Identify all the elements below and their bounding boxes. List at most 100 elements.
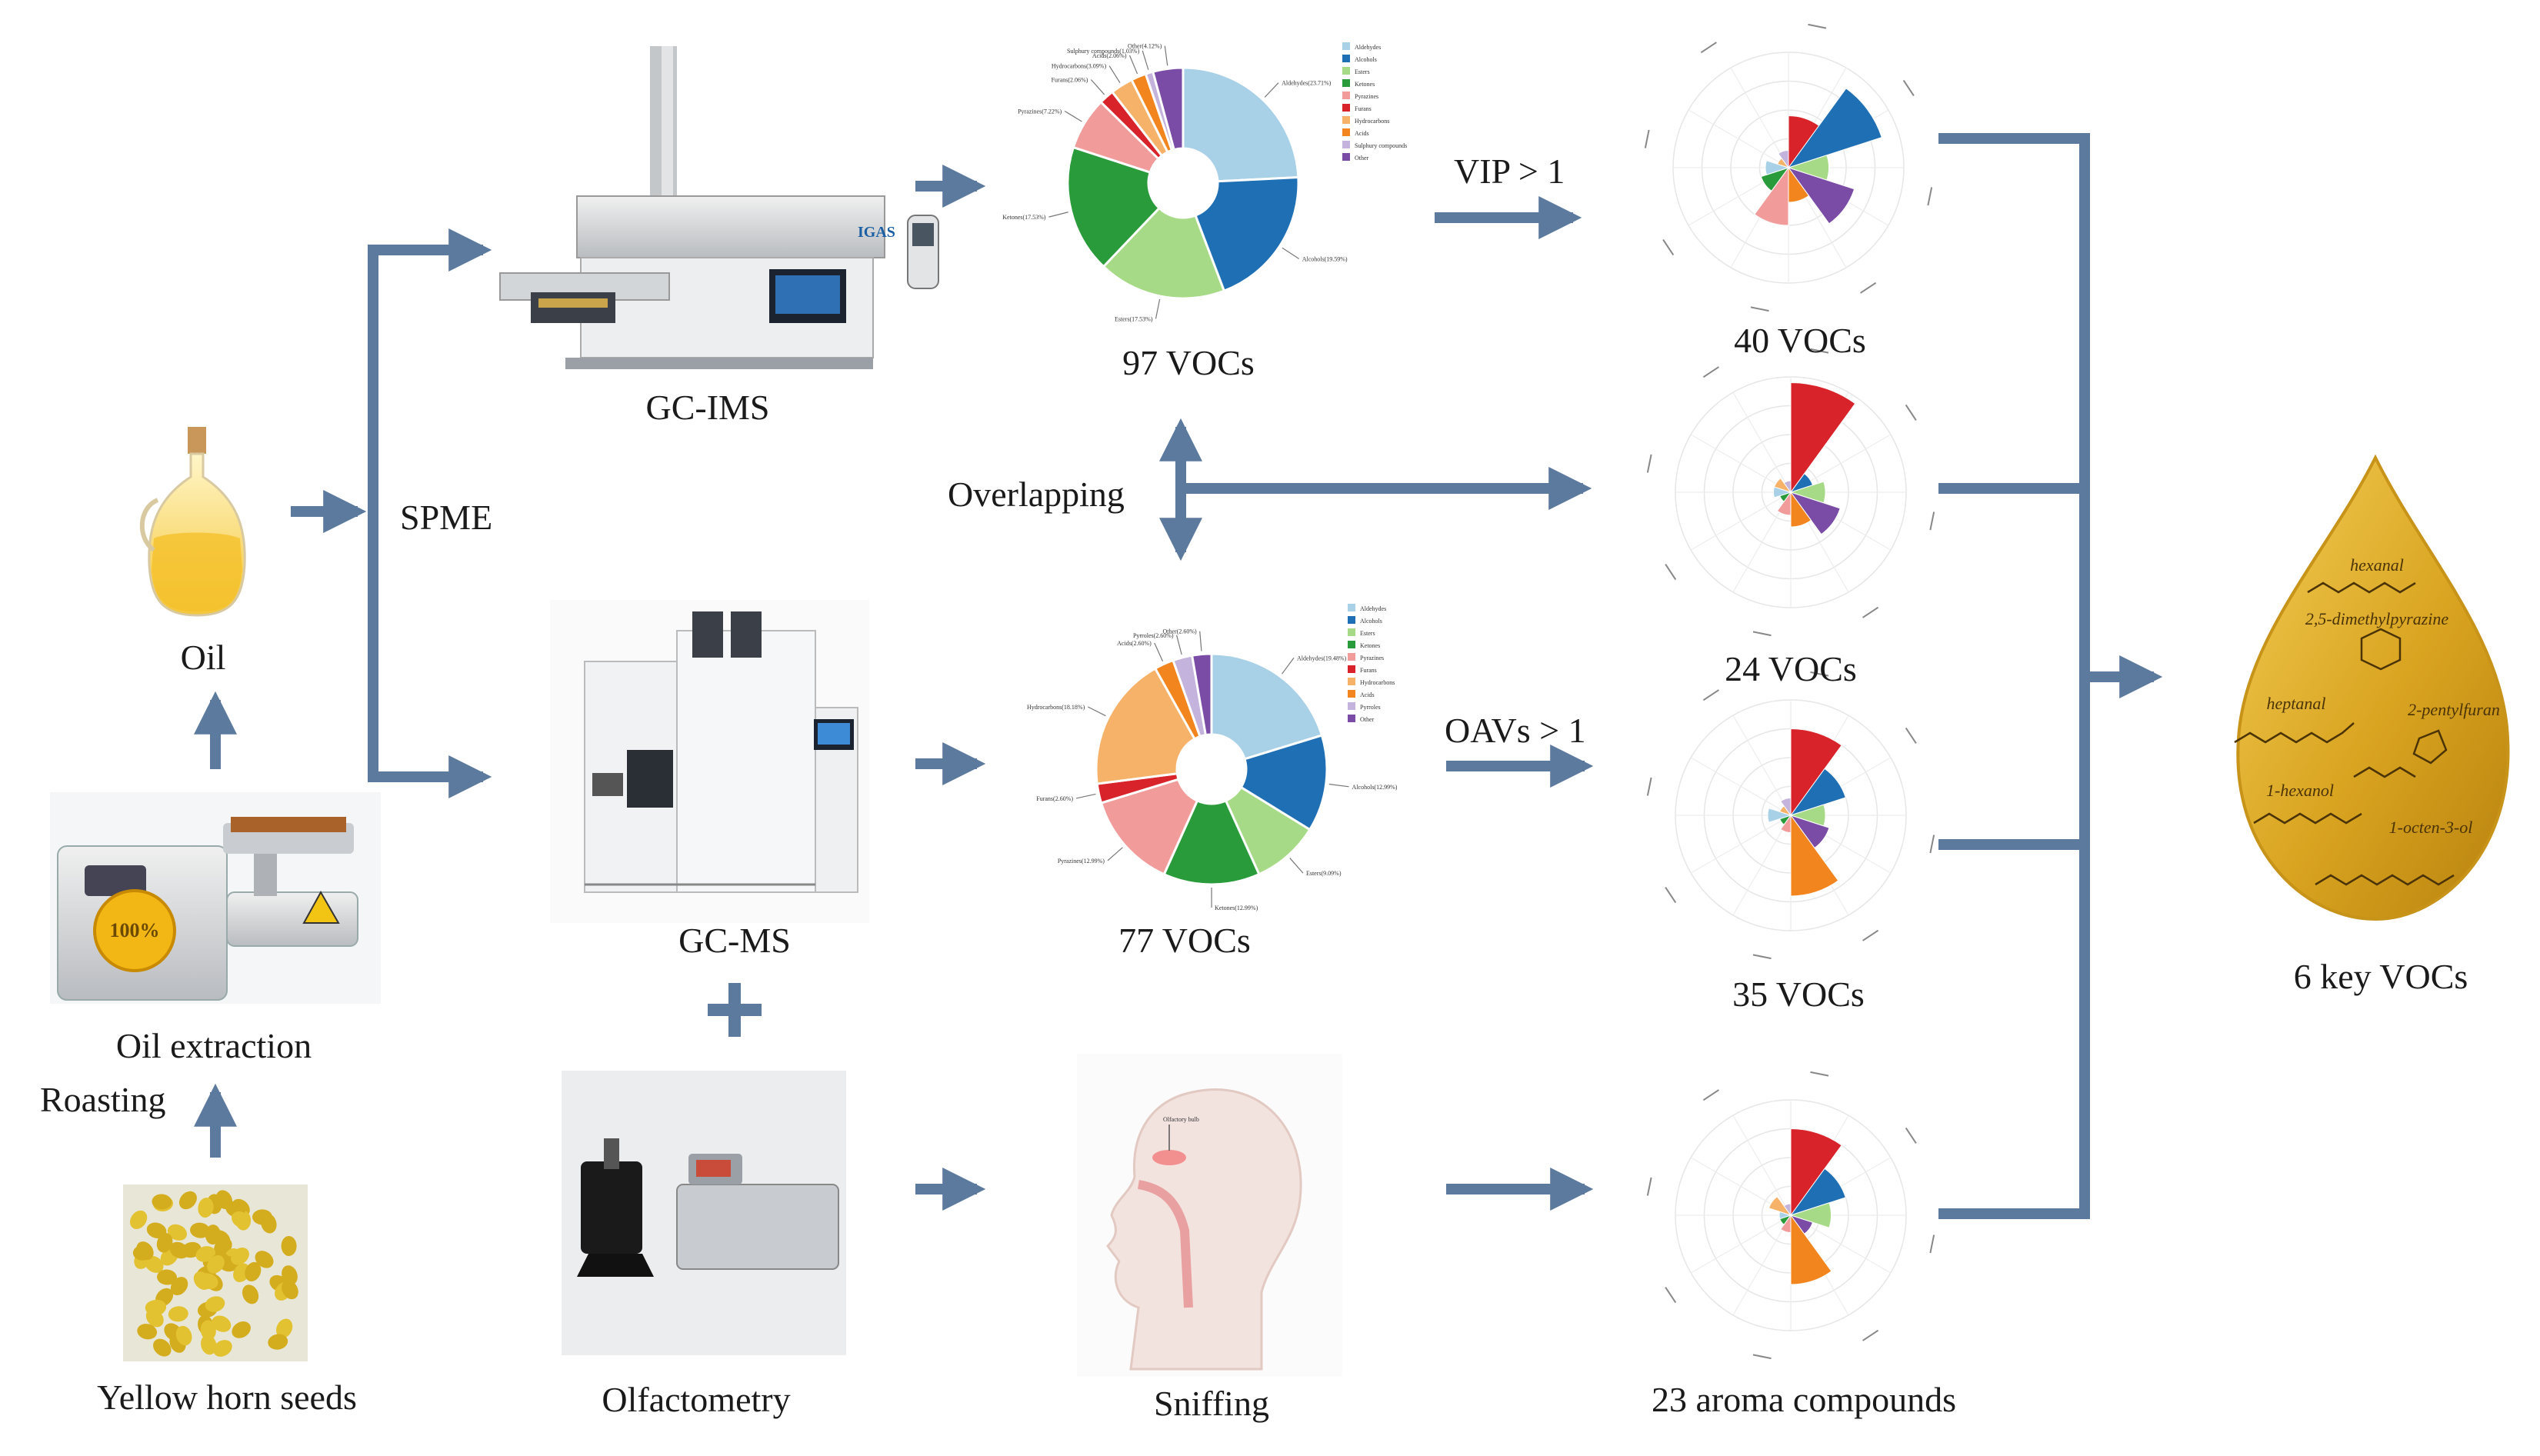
oav-label: OAVs > 1 — [1445, 711, 1586, 750]
legend-swatch — [1342, 67, 1350, 75]
legend-entry: Pyrazines — [1360, 655, 1384, 661]
rose-tick — [1930, 835, 1934, 853]
rose-spoke — [1688, 110, 1788, 168]
gc-ims-donut-legend: AldehydesAlcoholsEstersKetonesPyrazinesF… — [1342, 42, 1407, 162]
rose-tick — [1906, 728, 1916, 743]
legend-entry: Esters — [1360, 630, 1375, 637]
key-vocs-oil-drop: hexanal 2,5-dimethylpyrazine heptanal 2-… — [2235, 458, 2508, 919]
leader-line — [1200, 631, 1202, 651]
legend-entry: Sulphury compounds — [1355, 142, 1407, 149]
legend-entry: Pyrazines — [1355, 93, 1378, 100]
vip-label: VIP > 1 — [1454, 152, 1565, 191]
compound-1: hexanal — [2350, 555, 2404, 575]
legend-swatch — [1348, 641, 1355, 648]
legend-swatch — [1348, 604, 1355, 611]
leader-line — [1282, 658, 1294, 674]
slice-label: Esters(17.53%) — [1115, 315, 1153, 322]
legend-swatch — [1348, 665, 1355, 673]
legend-swatch — [1348, 702, 1355, 710]
rose-spoke — [1691, 815, 1791, 873]
compound-2: 2,5-dimethylpyrazine — [2305, 609, 2449, 628]
compound-5: 1-hexanol — [2266, 781, 2334, 800]
leader-line — [1282, 248, 1299, 258]
legend-swatch — [1342, 42, 1350, 50]
rose-chart-35 — [1648, 672, 1934, 958]
legend-swatch — [1348, 628, 1355, 636]
legend-entry: Aldehydes — [1355, 44, 1381, 51]
legend-swatch — [1348, 690, 1355, 698]
gc-ims-instrument: IGAS — [500, 46, 938, 369]
rose-tick — [1703, 1090, 1718, 1100]
slice-label: Ketones(17.53%) — [1002, 214, 1046, 221]
legend-swatch — [1348, 653, 1355, 661]
legend-swatch — [1348, 715, 1355, 722]
rose-tick — [1863, 931, 1878, 941]
slice-label: Esters(9.09%) — [1306, 870, 1342, 877]
slice-label: Other(2.60%) — [1163, 628, 1198, 635]
leader-line — [1265, 83, 1278, 98]
compound-4: 2-pentylfuran — [2408, 700, 2500, 719]
oil-press-image: 100% — [50, 792, 381, 1004]
legend-entry: Esters — [1355, 68, 1370, 75]
slice-label: Acids(2.60%) — [1117, 640, 1152, 647]
rose-tick — [1906, 405, 1916, 420]
legend-swatch — [1342, 79, 1350, 87]
rose-chart-24 — [1648, 349, 1934, 635]
rose-tick — [1863, 608, 1878, 618]
rose-tick — [1808, 25, 1826, 28]
vocs-24-label: 24 VOCs — [1725, 649, 1857, 688]
rose-tick — [1753, 955, 1772, 958]
vocs-35-label: 35 VOCs — [1732, 975, 1865, 1014]
oil-label: Oil — [181, 638, 226, 677]
legend-entry: Other — [1360, 716, 1375, 723]
gc-ms-instrument — [550, 600, 869, 923]
seeds-photo — [123, 1184, 308, 1361]
rose-tick — [1701, 42, 1716, 52]
rose-tick — [1665, 888, 1675, 903]
leader-line — [1129, 55, 1137, 74]
rose-tick — [1904, 80, 1914, 95]
legend-entry: Furans — [1355, 105, 1372, 112]
leader-line — [1048, 212, 1068, 217]
roasting-label: Roasting — [40, 1080, 166, 1119]
legend-entry: Ketones — [1355, 81, 1375, 88]
rose-tick — [1906, 1128, 1916, 1143]
aroma-23-label: 23 aroma compounds — [1652, 1380, 1956, 1419]
rose-tick — [1930, 511, 1934, 530]
legend-swatch — [1348, 678, 1355, 685]
leader-line — [1142, 51, 1148, 70]
rose-tick — [1648, 455, 1652, 473]
oil-bottle-image — [142, 427, 245, 615]
leader-line — [1155, 643, 1163, 661]
leader-line — [1109, 66, 1120, 83]
vocs-97-label: 97 VOCs — [1122, 343, 1255, 382]
legend-swatch — [1342, 104, 1350, 112]
legend-swatch — [1342, 55, 1350, 62]
vocs-40-label: 40 VOCs — [1734, 321, 1866, 360]
rose-tick — [1930, 1234, 1934, 1253]
leader-line — [1290, 858, 1303, 874]
leader-line — [1065, 111, 1082, 122]
output-bracket — [1938, 138, 2085, 1214]
leader-line — [1165, 46, 1167, 66]
leader-line — [1155, 299, 1159, 318]
slice-label: Hydrocarbons(18.18%) — [1027, 704, 1085, 711]
key-vocs-label: 6 key VOCs — [2294, 957, 2468, 996]
legend-swatch — [1348, 616, 1355, 624]
sniffing-head-illustration: Olfactory bulb — [1077, 1054, 1342, 1377]
gc-ms-donut-chart: Aldehydes(19.48%)Alcohols(12.99%)Esters(… — [1027, 628, 1398, 911]
rose-spoke — [1733, 1115, 1791, 1215]
leader-line — [1091, 79, 1104, 94]
rose-tick — [1863, 1331, 1878, 1341]
rose-tick — [1703, 367, 1718, 377]
slice-label: Furans(2.06%) — [1052, 76, 1088, 83]
overlapping-label: Overlapping — [948, 475, 1125, 514]
oil-extraction-label: Oil extraction — [116, 1026, 312, 1065]
slice-label: Other(4.12%) — [1128, 43, 1162, 50]
gc-ms-donut-legend: AldehydesAlcoholsEstersKetonesPyrazinesF… — [1348, 604, 1395, 723]
leader-line — [1177, 635, 1182, 655]
legend-swatch — [1342, 92, 1350, 99]
rose-chart-40 — [1645, 25, 1932, 311]
slice-label: Aldehydes(23.71%) — [1282, 80, 1332, 87]
